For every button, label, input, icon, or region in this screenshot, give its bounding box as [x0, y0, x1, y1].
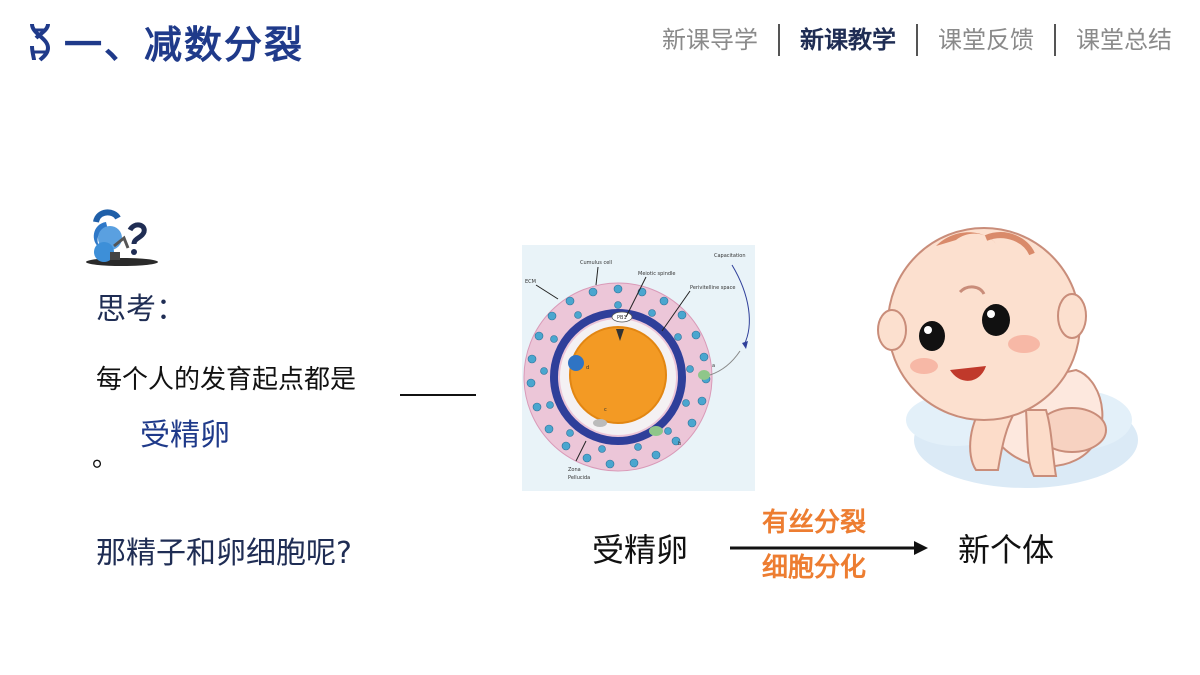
baby-illustration	[877, 227, 1138, 488]
period-mark: 。	[92, 443, 119, 473]
nav-item-intro[interactable]: 新课导学	[662, 26, 758, 54]
nav-item-summary[interactable]: 课堂总结	[1076, 26, 1172, 54]
arrow-right-icon	[730, 541, 928, 555]
label-c: c	[604, 407, 607, 413]
flow-start-fertilized-egg: 受精卵	[592, 531, 689, 569]
nav-divider	[1054, 24, 1056, 56]
nav-item-teaching[interactable]: 新课教学	[800, 26, 896, 54]
page-title: 一、减数分裂	[64, 23, 305, 67]
nav-divider	[916, 24, 918, 56]
label-ecm: ECM	[525, 279, 536, 285]
oocyte-diagram: PB1 d c a b Cumulus cell ECM Meiotic spi…	[522, 245, 755, 491]
top-nav: 新课导学 新课教学 课堂反馈 课堂总结	[662, 22, 1172, 58]
label-a: a	[712, 363, 715, 369]
answer-blank	[400, 394, 476, 396]
label-zona: Zona	[568, 467, 581, 473]
label-b: b	[678, 441, 681, 447]
nav-divider	[778, 24, 780, 56]
nav-item-feedback[interactable]: 课堂反馈	[938, 26, 1034, 54]
question-gametes: 那精子和卵细胞呢?	[96, 536, 352, 571]
answer-text: 受精卵	[140, 418, 230, 453]
dna-icon	[30, 23, 51, 62]
label-d: d	[586, 365, 589, 371]
label-pellucida: Pellucida	[568, 475, 590, 481]
flow-label-mitosis: 有丝分裂	[762, 508, 867, 538]
label-cumulus: Cumulus cell	[580, 260, 612, 266]
label-perivitelline: Perivitelline space	[690, 285, 735, 291]
question-start-point: 每个人的发育起点都是	[96, 365, 357, 395]
label-capacitation: Capacitation	[714, 253, 746, 259]
think-label: 思考：	[96, 292, 186, 327]
pb1-label: PB1	[617, 315, 627, 321]
label-meiotic: Meiotic spindle	[638, 271, 676, 277]
flow-end-new-individual: 新个体	[958, 531, 1055, 569]
thinking-person-icon	[86, 209, 158, 266]
flow-label-differentiation: 细胞分化	[762, 553, 867, 583]
